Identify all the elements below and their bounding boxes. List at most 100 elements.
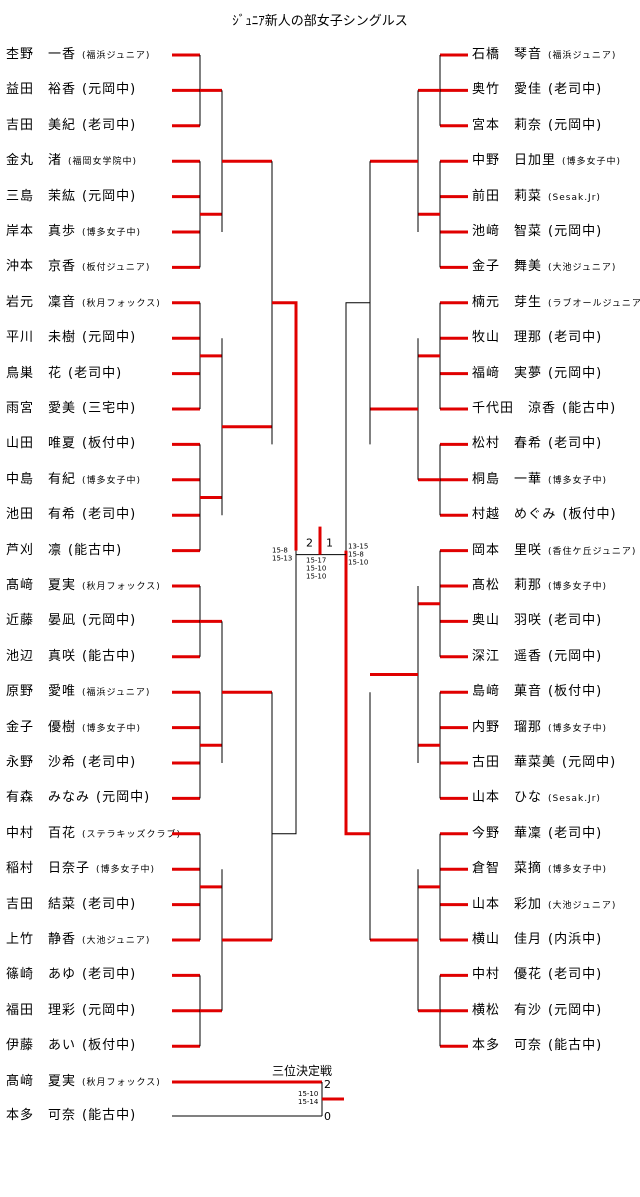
player-name: 芦刈 凛: [6, 542, 63, 558]
player-team: (ステラキッズクラブ): [82, 829, 182, 840]
player-team: (元岡中): [548, 1002, 603, 1018]
left-player-row: 中島 有紀(博多女子中): [6, 469, 141, 491]
player-team: (元岡中): [562, 755, 617, 770]
player-team: (Sesak.Jr): [548, 794, 601, 805]
player-name: 奥山 羽咲: [472, 613, 543, 629]
player-name: 松村 春希: [472, 436, 543, 452]
player-name: 吉田 美紀: [6, 117, 77, 133]
player-name: 桐島 一華: [472, 471, 543, 487]
final-score-right: 1: [326, 537, 333, 550]
right-player-row: 石橋 琴音(福浜ジュニア): [472, 44, 616, 66]
player-name: 髙松 莉那: [472, 578, 543, 593]
right-player-row: 内野 瑠那(博多女子中): [472, 717, 607, 739]
player-name: 村越 めぐみ: [472, 507, 557, 523]
player-name: 楠元 芽生: [472, 294, 543, 310]
left-player-row: 池田 有希(老司中): [6, 504, 136, 526]
final-detail-left: 15-13: [272, 555, 292, 563]
player-team: (元岡中): [96, 790, 151, 806]
player-name: 鳥巣 花: [6, 365, 63, 381]
player-team: (元岡中): [82, 82, 137, 98]
third-place-title: 三位決定戦: [272, 1064, 333, 1078]
left-player-row: 芦刈 凛(能古中): [6, 540, 122, 562]
final-detail-left: 15-8: [272, 547, 288, 555]
left-player-row: 中村 百花(ステラキッズクラブ): [6, 823, 181, 845]
left-player-row: 平川 未樹 (元岡中): [6, 327, 136, 349]
player-name: 中島 有紀: [6, 471, 77, 487]
third-detail: 15-10: [298, 1090, 318, 1098]
player-team: (老司中): [68, 365, 123, 381]
player-team: (老司中): [548, 825, 603, 841]
player-name: 倉智 菜摘: [472, 861, 543, 877]
player-team: (老司中): [82, 507, 137, 523]
player-team: (能古中): [548, 1038, 603, 1054]
right-player-row: 本多 可奈 (能古中): [472, 1035, 602, 1057]
player-name: 前田 莉菜: [472, 188, 543, 204]
player-name: 福田 理彩: [6, 1002, 77, 1018]
left-player-row: 岩元 凜音(秋月フォックス): [6, 292, 161, 314]
player-team: (博多女子中): [82, 228, 142, 238]
player-name: 上竹 静香: [6, 932, 77, 947]
left-player-row: 鳥巣 花 (老司中): [6, 363, 122, 385]
final-detail-right: 13-15: [348, 543, 368, 551]
player-name: 山本 彩加: [472, 896, 543, 912]
player-name: 平川 未樹: [6, 330, 77, 346]
right-player-row: 中村 優花(老司中): [472, 964, 602, 986]
player-team: (博多女子中): [548, 475, 608, 486]
right-player-row: 山本 ひな(Sesak.Jr): [472, 787, 601, 809]
player-name: 牧山 理那: [472, 330, 543, 346]
final-detail-center: 15-10: [306, 573, 326, 581]
player-name: 伊藤 あい: [6, 1038, 77, 1054]
player-name: 金子 舞美: [472, 259, 543, 275]
player-name: 稲村 日奈子: [6, 861, 91, 877]
left-player-row: 原野 愛唯(福浜ジュニア): [6, 681, 150, 703]
semi-winner: [344, 550, 370, 836]
semi-winner: [345, 302, 370, 551]
player-team: (秋月フォックス): [82, 1078, 161, 1088]
right-player-row: 牧山 理那 (老司中): [472, 327, 602, 349]
right-player-row: 千代田 涼香(能古中): [472, 398, 616, 420]
left-player-row: 金子 優樹(博多女子中): [6, 717, 141, 739]
left-player-row: 稲村 日奈子(博多女子中): [6, 858, 155, 880]
player-name: 髙﨑 夏実: [6, 578, 77, 593]
page-title: ｼﾞｭﾆｱ新人の部女子シングルス: [232, 14, 408, 29]
right-player-row: 奥山 羽咲(老司中): [472, 610, 602, 632]
left-player-row: 伊藤 あい (板付中): [6, 1035, 136, 1057]
left-player-row: 沖本 京香(板付ジュニア): [6, 256, 150, 278]
left-player-row: 上竹 静香(大池ジュニア): [6, 929, 150, 951]
player-team: (老司中): [548, 330, 603, 346]
player-name: 池辺 真咲: [6, 648, 77, 664]
player-name: 本多 可奈: [472, 1038, 543, 1054]
player-team: (能古中): [82, 1108, 137, 1123]
player-team: (板付中): [82, 1038, 137, 1054]
right-player-row: 岡本 里咲(香住ケ丘ジュニア): [472, 540, 636, 562]
player-team: (元岡中): [548, 648, 603, 664]
left-player-row: 金丸 渚(福岡女学院中): [6, 150, 137, 172]
left-player-row: 杢野 一香(福浜ジュニア): [6, 44, 150, 66]
player-team: (板付中): [562, 507, 617, 523]
player-name: 深江 遥香: [472, 648, 543, 664]
player-name: 石橋 琴音: [472, 47, 543, 62]
player-team: (福浜ジュニア): [82, 688, 151, 699]
right-player-row: 金子 舞美(大池ジュニア): [472, 256, 616, 278]
player-team: (元岡中): [82, 188, 137, 204]
player-name: 金丸 渚: [6, 153, 63, 169]
player-name: 篠崎 あゆ: [6, 967, 77, 983]
left-player-row: 岸本 真歩(博多女子中): [6, 221, 141, 243]
player-name: 千代田 涼香: [472, 401, 557, 416]
player-team: (博多女子中): [548, 723, 608, 734]
player-team: (元岡中): [82, 330, 137, 346]
player-name: 横松 有沙: [472, 1002, 543, 1018]
player-team: (博多女子中): [562, 157, 622, 168]
player-team: (秋月フォックス): [82, 298, 161, 309]
right-player-row: 桐島 一華 (博多女子中): [472, 469, 607, 491]
final-detail-right: 15-8: [348, 551, 364, 559]
player-team: (老司中): [82, 967, 137, 983]
left-player-row: 髙﨑 夏実(秋月フォックス): [6, 575, 161, 597]
player-team: (元岡中): [82, 613, 137, 629]
right-player-row: 山本 彩加(大池ジュニア): [472, 894, 616, 916]
right-player-row: 前田 莉菜(Sesak.Jr): [472, 186, 601, 208]
player-name: 中野 日加里: [472, 153, 557, 169]
left-player-row: 山田 唯夏(板付中): [6, 433, 136, 455]
right-player-row: 島﨑 菓音(板付中): [472, 681, 602, 703]
